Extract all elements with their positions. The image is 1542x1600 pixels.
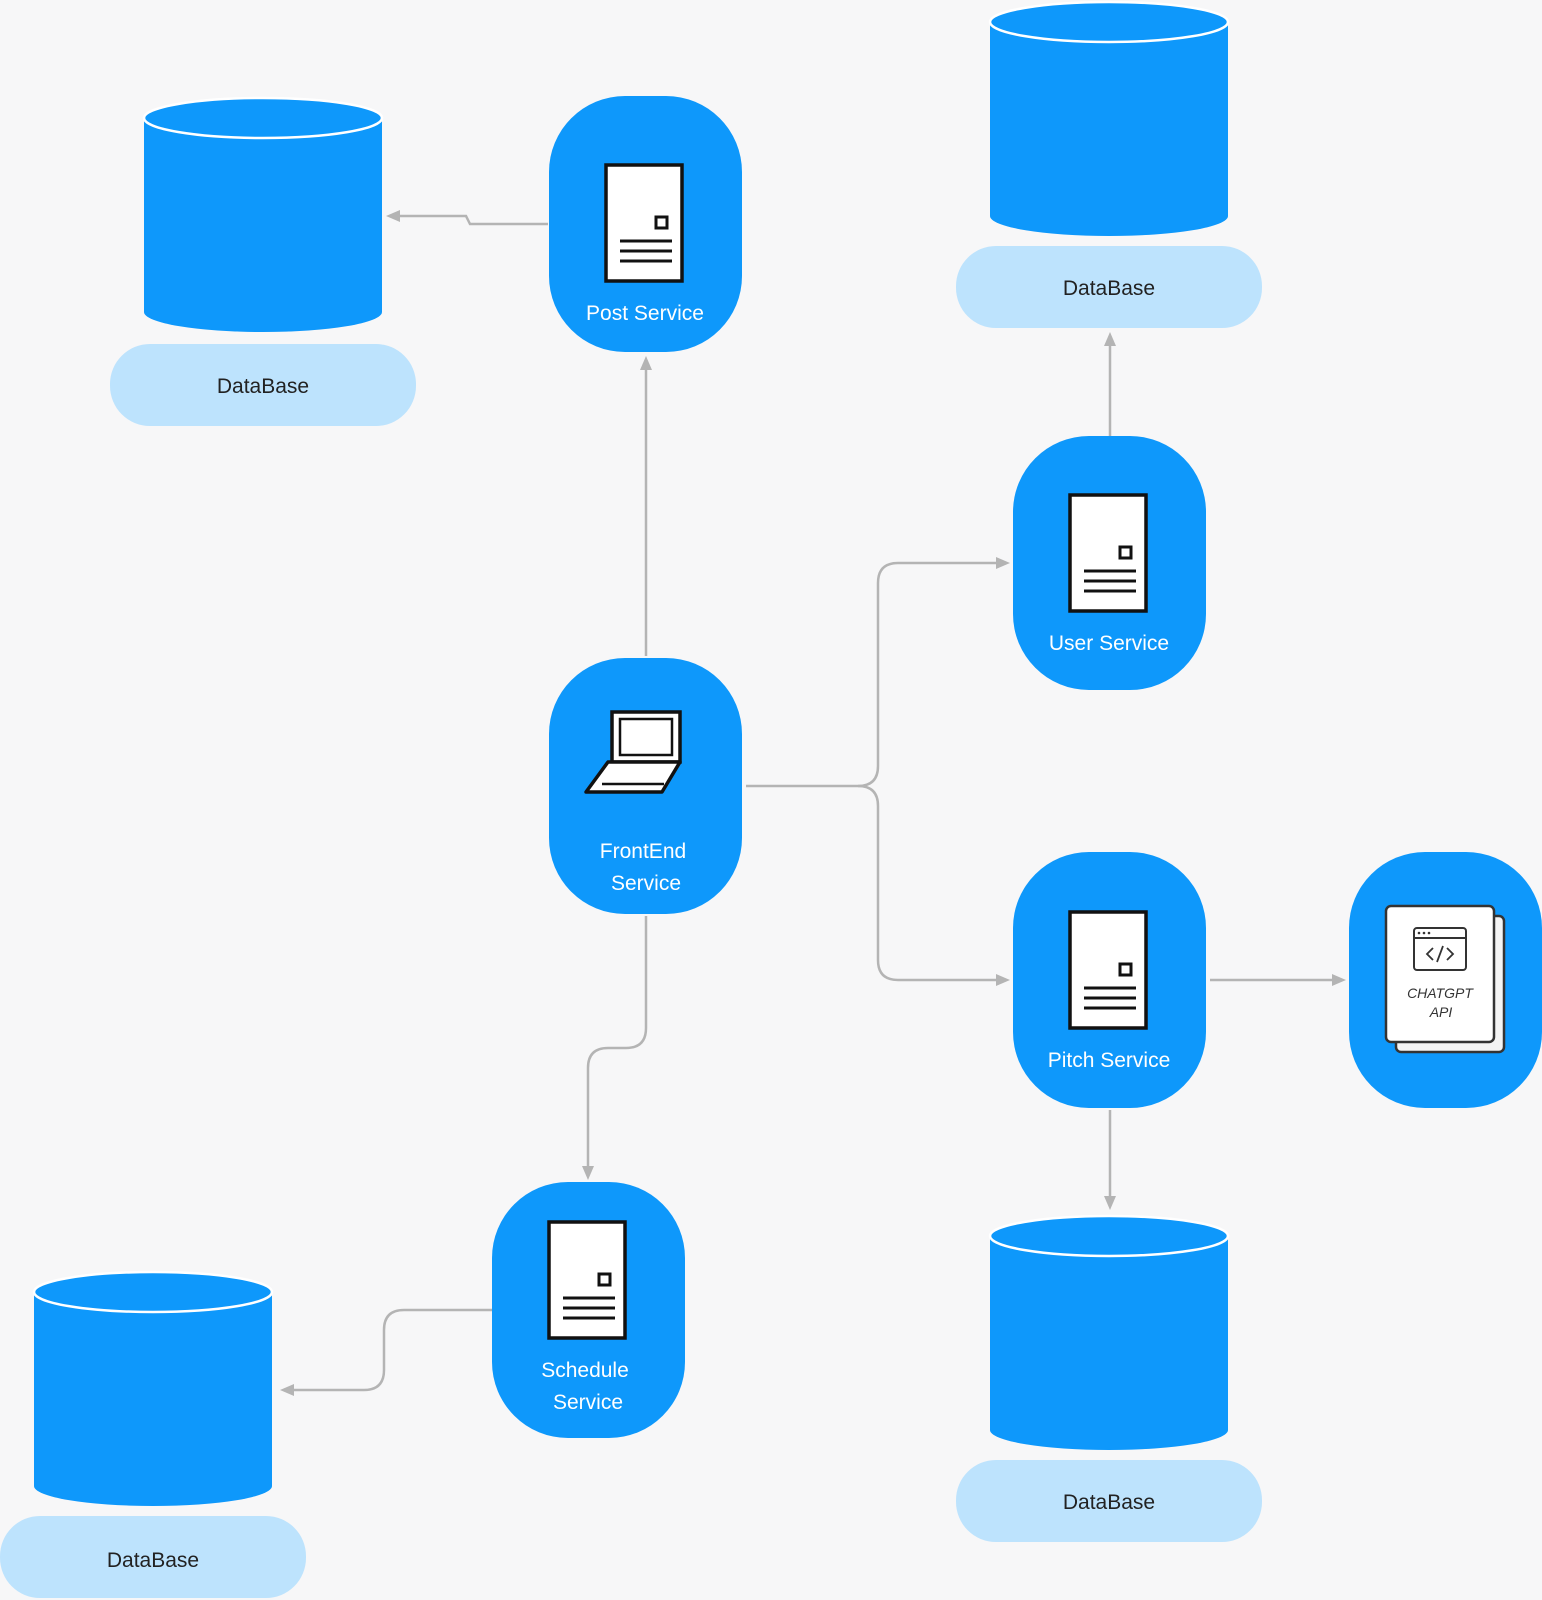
connector-pitch-to-database <box>1104 1110 1116 1210</box>
database-cylinder-icon <box>988 0 1230 236</box>
database-label: DataBase <box>1063 277 1155 300</box>
connector-user-to-database <box>1104 332 1116 436</box>
database-label-pill <box>956 246 1262 328</box>
connector-pitch-to-chatgpt <box>1210 974 1346 986</box>
code-window-icon <box>1384 904 1506 1054</box>
server-icon <box>1068 493 1148 613</box>
post-service: Post Service <box>549 96 742 352</box>
api-label: API <box>1429 1004 1453 1020</box>
connector-schedule-to-database <box>280 1308 492 1396</box>
connector-frontend-to-user <box>746 557 1010 788</box>
connector-frontend-to-pitch <box>857 784 1010 986</box>
post-database: DataBase <box>110 96 416 426</box>
schedule-service: Schedule Service <box>492 1182 685 1438</box>
service-label: Pitch Service <box>1048 1049 1171 1072</box>
database-label-pill <box>956 1460 1262 1542</box>
pitch-database: DataBase <box>956 1214 1262 1542</box>
database-label-pill <box>0 1516 306 1598</box>
database-cylinder-icon <box>988 1214 1230 1450</box>
service-label: Service <box>611 872 681 895</box>
frontend-service: FrontEnd Service <box>549 658 742 914</box>
database-label: DataBase <box>107 1549 199 1572</box>
service-label: Service <box>553 1391 623 1414</box>
service-label: FrontEnd <box>600 840 686 863</box>
connector-frontend-to-schedule <box>582 916 648 1180</box>
laptop-icon <box>584 710 682 794</box>
database-label: DataBase <box>217 375 309 398</box>
service-label: Post Service <box>586 302 704 325</box>
server-icon <box>547 1220 627 1340</box>
database-cylinder-icon <box>32 1270 274 1506</box>
pitch-service: Pitch Service <box>1013 852 1206 1108</box>
chatgpt-api: CHATGPT API <box>1349 852 1542 1108</box>
connectors <box>280 210 1346 1396</box>
schedule-database: DataBase <box>0 1270 306 1598</box>
database-label: DataBase <box>1063 1491 1155 1514</box>
api-label: CHATGPT <box>1407 985 1474 1001</box>
service-label: Schedule <box>541 1359 629 1382</box>
user-database: DataBase <box>956 0 1262 328</box>
user-service: User Service <box>1013 436 1206 690</box>
server-icon <box>604 163 684 283</box>
server-icon <box>1068 910 1148 1030</box>
database-label-pill <box>110 344 416 426</box>
service-label: User Service <box>1049 632 1169 655</box>
connector-frontend-to-post <box>640 356 652 656</box>
connector-post-to-database <box>386 210 548 226</box>
database-cylinder-icon <box>142 96 384 332</box>
